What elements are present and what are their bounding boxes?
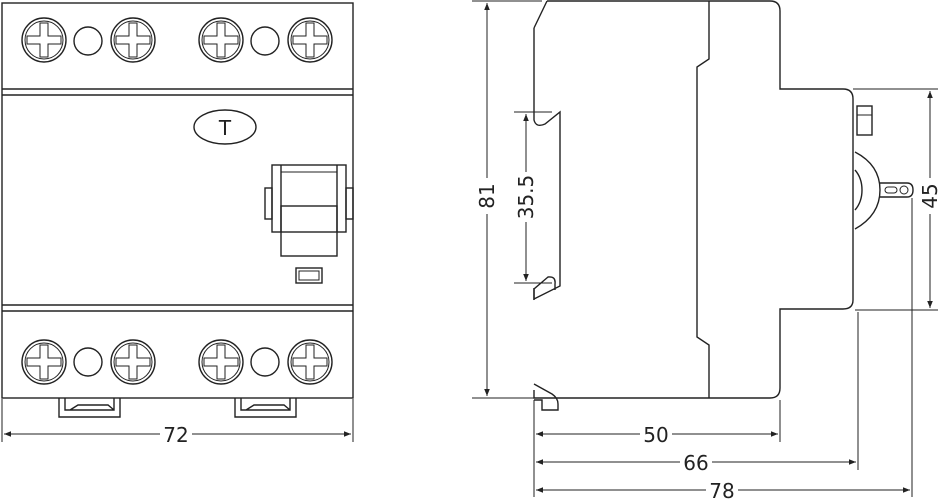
test-button: T	[193, 109, 257, 145]
svg-text:35.5: 35.5	[514, 175, 538, 220]
dimension-width: 72	[1, 399, 354, 447]
front-body-outline	[1, 2, 354, 399]
dimension-depth-78: 78	[536, 479, 910, 499]
dimension-front-height: 45	[853, 88, 941, 311]
terminal-screw-icon	[21, 339, 67, 385]
dimension-rail: 35.5	[514, 111, 552, 284]
svg-text:66: 66	[683, 451, 708, 475]
svg-text:T: T	[218, 116, 232, 140]
svg-text:78: 78	[709, 479, 734, 499]
svg-text:81: 81	[475, 183, 499, 208]
terminal-screw-icon	[110, 339, 156, 385]
bottom-terminals	[21, 339, 333, 385]
svg-text:72: 72	[163, 423, 188, 447]
terminal-screw-icon	[198, 17, 244, 63]
dimension-depth-66: 66	[536, 451, 856, 475]
side-view: 81 35.5 45 50 66	[472, 0, 941, 499]
side-body-outline	[533, 0, 854, 399]
svg-text:45: 45	[918, 183, 941, 208]
dimension-depth-50: 50	[536, 423, 778, 447]
terminal-screw-icon	[21, 17, 67, 63]
din-clips	[58, 398, 297, 418]
front-view: T 72	[1, 2, 354, 447]
toggle-handle	[264, 164, 354, 284]
dimension-height: 81	[472, 0, 542, 399]
terminal-screw-icon	[287, 339, 333, 385]
terminal-screw-icon	[287, 17, 333, 63]
terminal-screw-icon	[110, 17, 156, 63]
terminal-screw-icon	[198, 339, 244, 385]
top-terminals	[21, 17, 333, 63]
svg-text:50: 50	[643, 423, 668, 447]
